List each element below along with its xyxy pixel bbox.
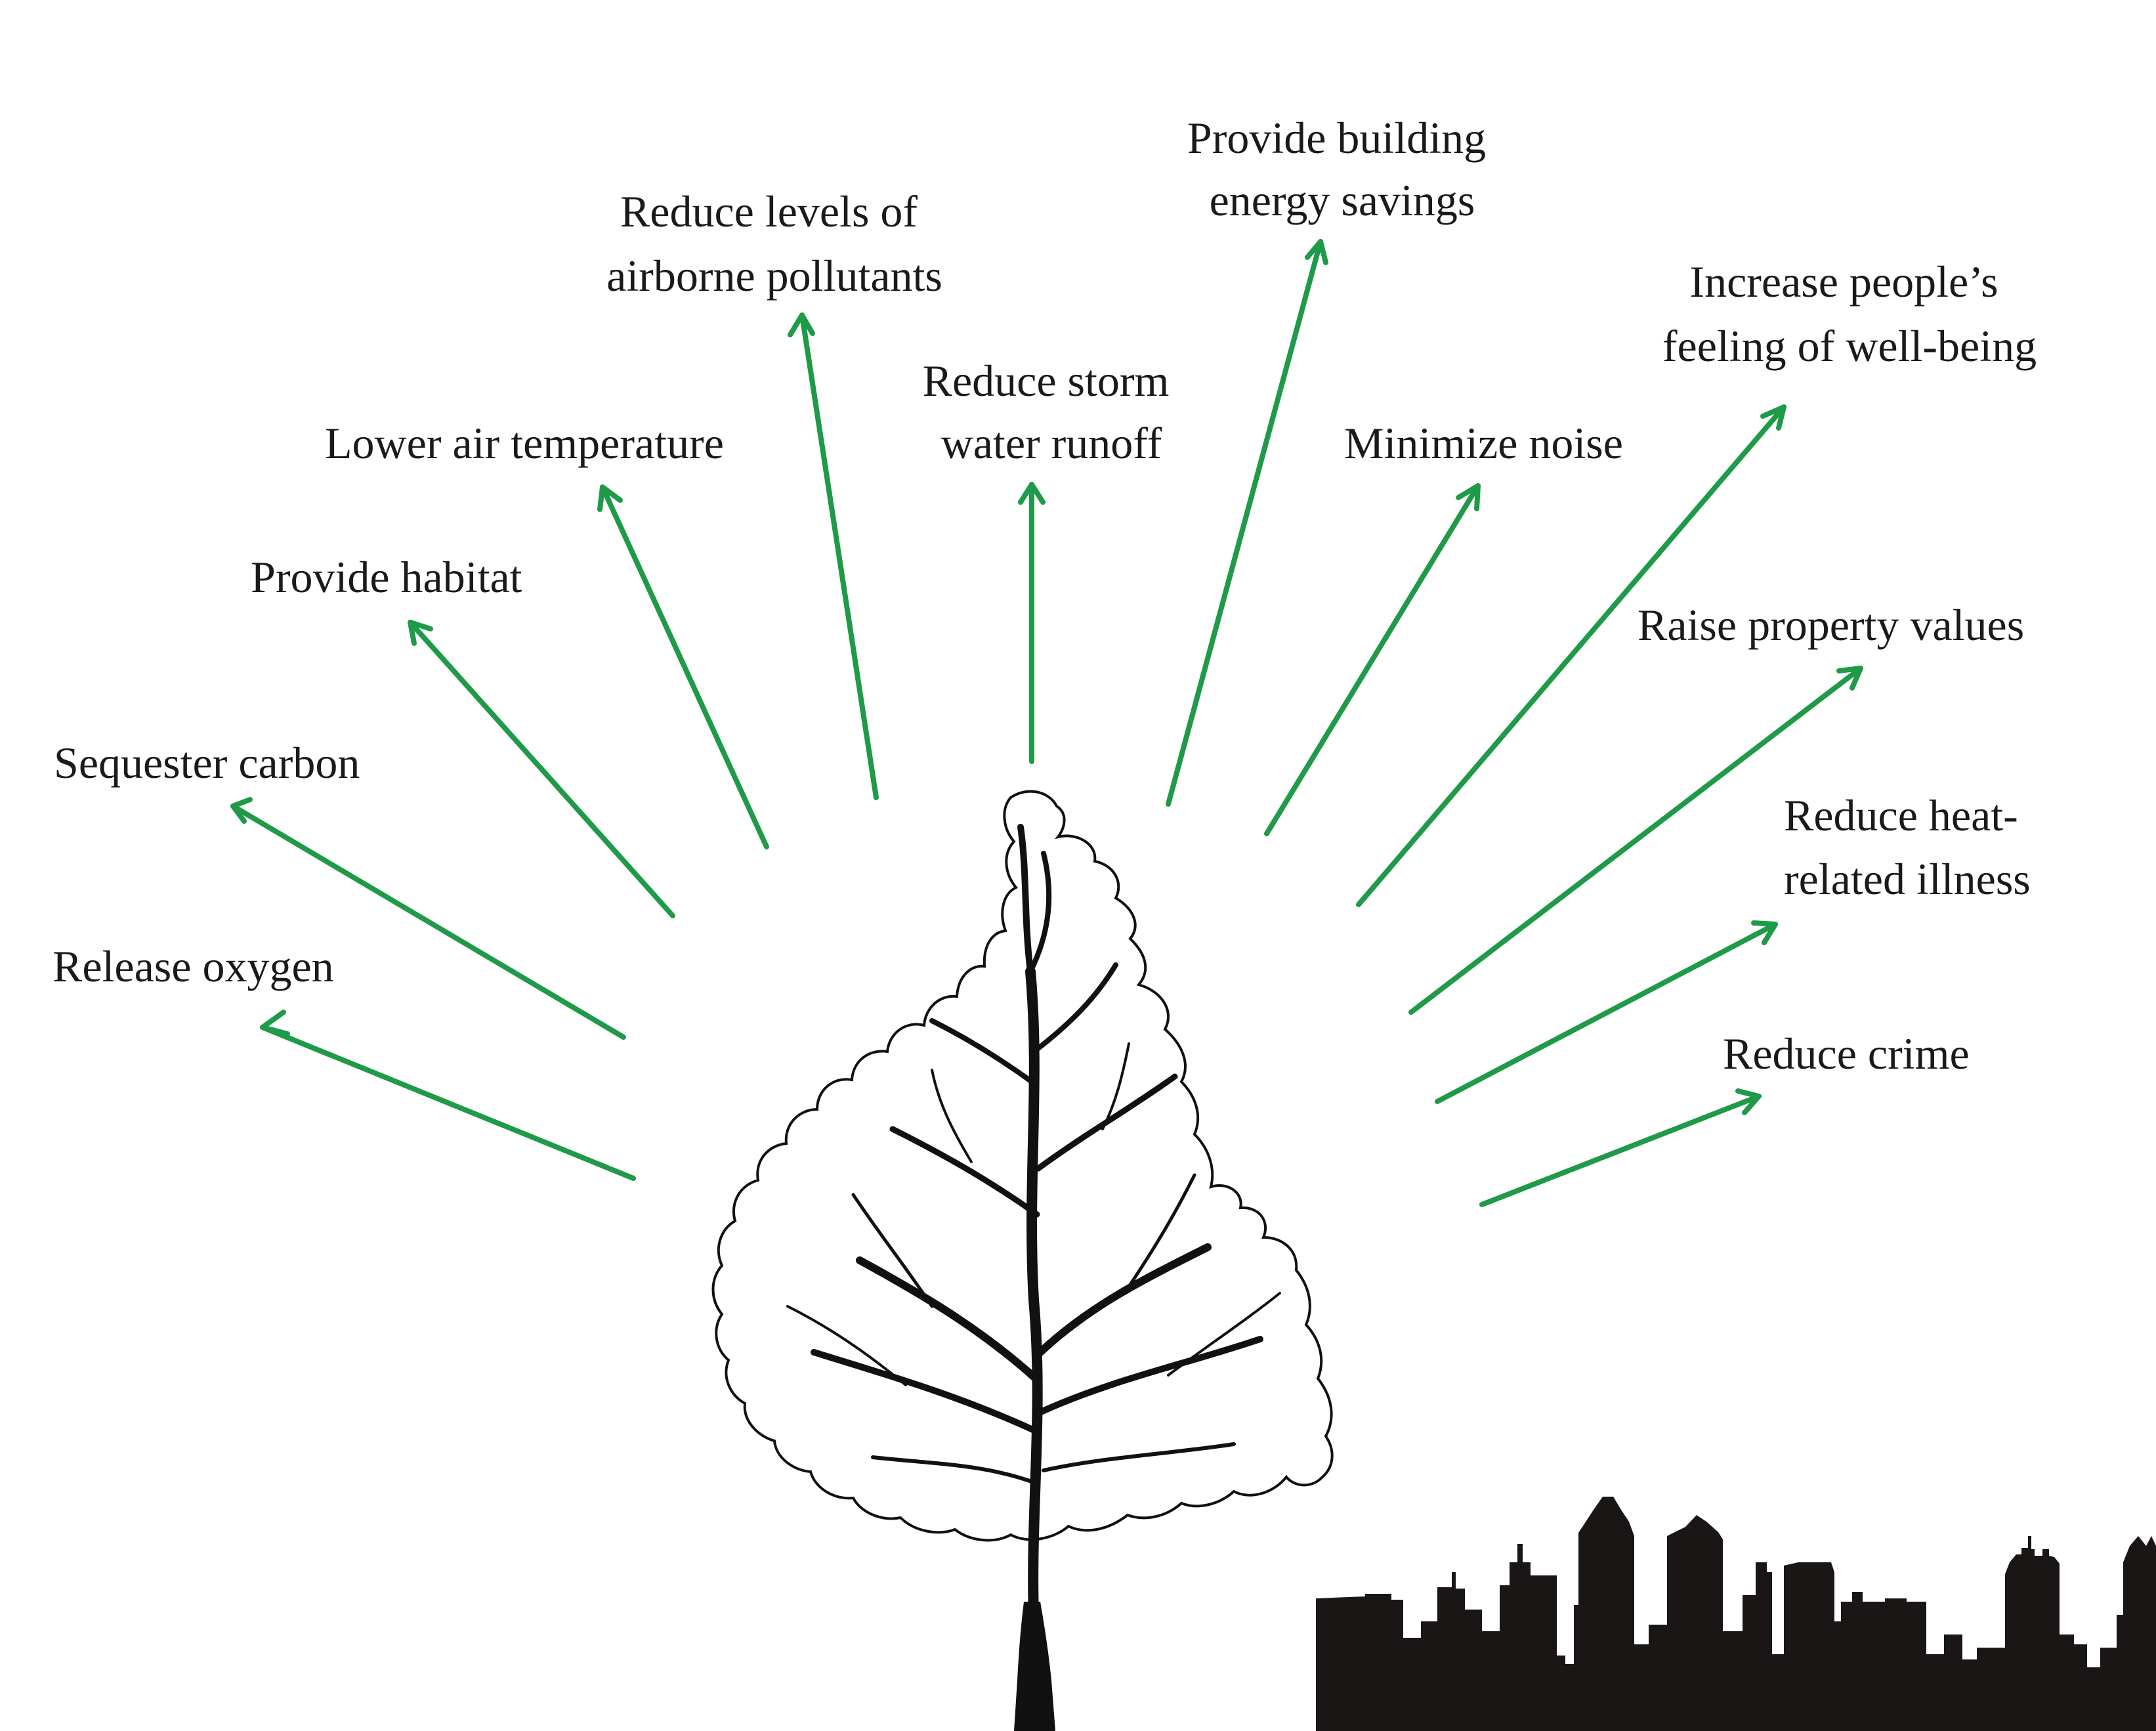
label-reduce-storm-water-runoff: Reduce storm water runoff xyxy=(923,356,1181,468)
label-reduce-heat-related-illness: Reduce heat- related illness xyxy=(1784,790,2031,904)
label-increase-well-being: Increase people’s feeling of well-being xyxy=(1662,257,2037,371)
benefit-labels: Release oxygen Sequester carbon Provide … xyxy=(53,113,2037,1079)
arrow-provide-habitat xyxy=(408,620,675,918)
arrow-sequester-carbon xyxy=(230,797,626,1040)
label-provide-habitat: Provide habitat xyxy=(251,552,522,602)
arrow-lower-air-temperature xyxy=(597,484,769,849)
benefit-arrows xyxy=(230,239,1863,1207)
arrow-release-oxygen xyxy=(260,1010,636,1181)
label-reduce-airborne-pollutants: Reduce levels of airborne pollutants xyxy=(606,186,942,301)
label-reduce-crime: Reduce crime xyxy=(1723,1029,1970,1079)
label-minimize-noise: Minimize noise xyxy=(1344,418,1623,468)
label-lower-air-temperature: Lower air temperature xyxy=(325,418,724,468)
arrow-reduce-storm-water-runoff xyxy=(1018,482,1046,764)
label-release-oxygen: Release oxygen xyxy=(53,941,334,991)
arrow-raise-property-values xyxy=(1408,666,1863,1015)
label-sequester-carbon: Sequester carbon xyxy=(54,738,360,788)
arrow-reduce-heat-related-illness xyxy=(1435,920,1778,1104)
arrow-reduce-airborne-pollutants xyxy=(788,312,879,800)
label-raise-property-values: Raise property values xyxy=(1638,600,2024,650)
label-provide-building-energy-savings: Provide building energy savings xyxy=(1187,113,1497,225)
arrow-minimize-noise xyxy=(1264,483,1481,836)
tree-illustration xyxy=(711,790,1334,1731)
arrow-increase-well-being xyxy=(1356,404,1786,907)
tree-canopy-outline xyxy=(711,790,1334,1542)
arrow-reduce-crime xyxy=(1479,1088,1762,1207)
arrow-provide-building-energy-savings xyxy=(1166,239,1328,807)
city-skyline-silhouette xyxy=(1316,1497,2156,1731)
tree-trunk xyxy=(1014,1602,1055,1731)
